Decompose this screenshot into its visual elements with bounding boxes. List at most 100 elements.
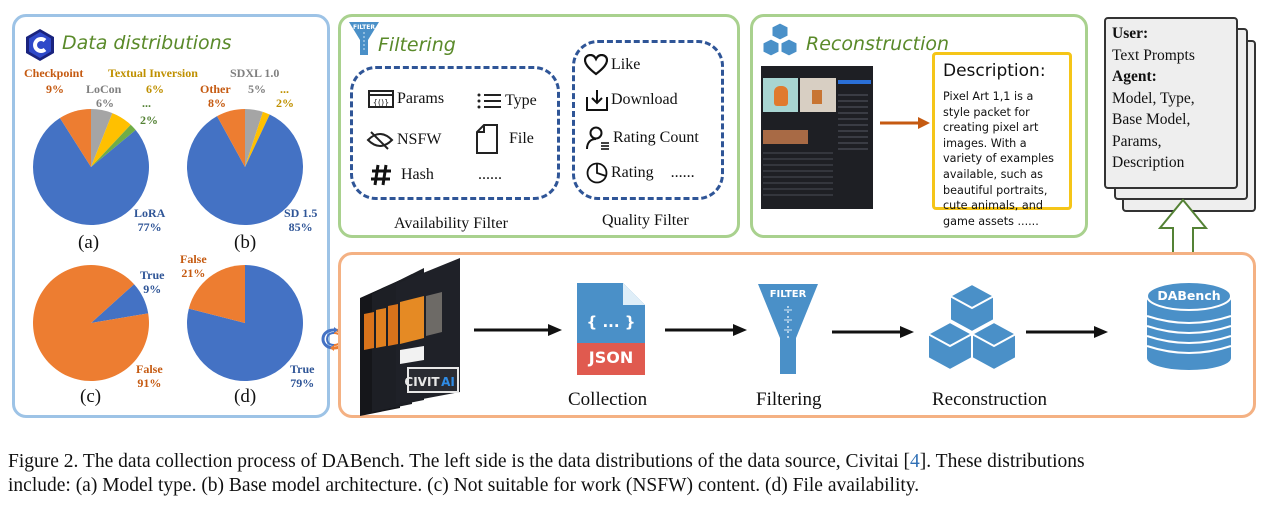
dabench-database-icon: DABench bbox=[1146, 280, 1232, 372]
pie-b-label-ellipsis: ... bbox=[280, 82, 289, 96]
pie-chart-a bbox=[32, 109, 149, 225]
pie-slice-textual-inversion bbox=[91, 113, 131, 167]
stage-label-reconstruction: Reconstruction bbox=[932, 389, 1048, 410]
user-label: User: bbox=[1112, 25, 1149, 42]
pie-b-sublabel: (b) bbox=[234, 232, 257, 253]
pie-a-label-lora: LoRA 77% bbox=[134, 206, 165, 234]
pie-a-other-pct: 2% bbox=[140, 113, 158, 127]
pie-b-sdxl-pct: 5% bbox=[248, 82, 266, 96]
pie-a-label-textual-inversion: Textual Inversion bbox=[108, 66, 198, 80]
pie-a-other-name: ... bbox=[142, 96, 151, 110]
description-body: Pixel Art 1,1 is a style packet for crea… bbox=[943, 90, 1054, 228]
pie-b-ellipsis-name: ... bbox=[280, 82, 289, 96]
pie-chart-c bbox=[33, 265, 149, 381]
pie-b-sdxl-name: SDXL 1.0 bbox=[230, 66, 280, 80]
filtering-panel bbox=[338, 14, 740, 238]
reconstruction-title: Reconstruction bbox=[806, 33, 950, 55]
pie-c-true-name: True bbox=[140, 268, 165, 282]
filter-item-nsfw: NSFW bbox=[366, 130, 441, 150]
pie-b-sd15-pct: 85% bbox=[288, 220, 313, 234]
arrow-to-dabench bbox=[1026, 326, 1108, 338]
pie-slice-lora bbox=[32, 118, 149, 225]
screenshot-image-corgi-2 bbox=[800, 78, 836, 112]
pie-b-pct-ellipsis: 2% bbox=[276, 96, 294, 110]
arrow-to-collection bbox=[474, 324, 562, 336]
agent-line-3: Params, bbox=[1112, 132, 1162, 150]
user-value: Text Prompts bbox=[1112, 46, 1195, 64]
model-page-screenshot bbox=[761, 66, 873, 209]
pie-a-label-locon: LoCon bbox=[86, 82, 121, 96]
pie-b-ellipsis-pct: 2% bbox=[276, 96, 294, 110]
json-braces: { ... } bbox=[586, 313, 636, 331]
rating-count-label: Rating Count bbox=[613, 129, 699, 146]
pie-a-lora-name: LoRA bbox=[134, 206, 166, 220]
pie-a-locon-pct: 6% bbox=[96, 96, 114, 110]
figure-caption-line-2: include: (a) Model type. (b) Base model … bbox=[8, 475, 920, 496]
pie-d-label-false: False 21% bbox=[180, 252, 207, 280]
pie-b-other-pct: 8% bbox=[208, 96, 226, 110]
pie-c-label-false: False 91% bbox=[136, 362, 163, 390]
availability-more-label: ...... bbox=[478, 166, 502, 183]
pie-chart-d bbox=[187, 265, 303, 381]
heart-icon bbox=[584, 54, 608, 76]
pie-a-pct-textual-inversion: 6% bbox=[146, 82, 164, 96]
filter-icon-text: FILTER bbox=[353, 24, 375, 31]
pie-c-false-pct: 91% bbox=[137, 376, 162, 390]
caption-text-a: Figure 2. The data collection process of… bbox=[8, 451, 911, 472]
pie-slice- bbox=[245, 111, 270, 167]
filter-item-like: Like bbox=[584, 54, 640, 76]
eye-off-icon bbox=[366, 131, 394, 150]
pie-slice-false bbox=[33, 265, 149, 381]
rating-label: Rating bbox=[611, 164, 654, 181]
agent-line-4: Description bbox=[1112, 154, 1185, 171]
filter-funnel-icon: FILTER bbox=[349, 22, 379, 55]
filter-item-file: File bbox=[476, 124, 534, 154]
arrow-to-reconstruction bbox=[832, 326, 914, 338]
svg-text:{()}: {()} bbox=[373, 98, 389, 107]
filter-item-download: Download bbox=[586, 89, 678, 111]
pie-chart-b bbox=[187, 109, 303, 225]
pie-slice-other bbox=[217, 109, 245, 167]
screenshot-image-corgi-1 bbox=[763, 78, 798, 112]
file-icon bbox=[476, 124, 498, 154]
json-file-icon: { ... } JSON bbox=[577, 283, 645, 375]
pie-d-sublabel: (d) bbox=[234, 386, 257, 407]
filtering-title: Filtering bbox=[378, 34, 456, 56]
pie-a-pct-other: 2% bbox=[140, 113, 158, 127]
citation-link[interactable]: 4 bbox=[910, 451, 920, 472]
pie-a-sublabel: (a) bbox=[78, 232, 100, 253]
pie-d-true-pct: 79% bbox=[290, 376, 315, 390]
type-label: Type bbox=[505, 92, 537, 109]
availability-filter-label: Availability Filter bbox=[394, 215, 508, 232]
pie-slice-locon bbox=[91, 109, 113, 167]
download-icon bbox=[586, 90, 608, 111]
pie-slice-false bbox=[188, 265, 245, 323]
pie-a-checkpoint-pct: 9% bbox=[46, 82, 64, 96]
stage-label-collection: Collection bbox=[568, 389, 648, 410]
pie-b-pct-sdxl: 5% bbox=[248, 82, 266, 96]
file-label: File bbox=[509, 130, 534, 147]
civitai-logo-text-civit: CIVIT bbox=[404, 375, 440, 389]
output-card: User: Text Prompts Agent: Model, Type, B… bbox=[1104, 17, 1238, 189]
figure-caption-line-1: Figure 2. The data collection process of… bbox=[8, 451, 1085, 473]
pipeline-filter-icon: FILTER bbox=[758, 284, 818, 376]
pie-d-false-name: False bbox=[180, 252, 207, 266]
pie-a-pct-checkpoint: 9% bbox=[46, 82, 64, 96]
pie-a-ti-pct: 6% bbox=[146, 82, 164, 96]
pie-slice-sdxl-1-0 bbox=[245, 109, 263, 167]
agent-line-2: Base Model, bbox=[1112, 111, 1191, 128]
pie-a-lora-pct: 77% bbox=[137, 220, 162, 234]
civitai-logo-text-ai: AI bbox=[441, 375, 455, 389]
filter-item-type: Type bbox=[476, 92, 537, 110]
filter-item-hash: Hash bbox=[370, 164, 434, 186]
params-label: Params bbox=[397, 90, 445, 107]
pie-d-true-name: True bbox=[290, 362, 315, 376]
filter-item-rating: Rating ...... bbox=[586, 162, 695, 184]
pie-a-checkpoint-name: Checkpoint bbox=[24, 66, 84, 80]
pie-b-sd15-name: SD 1.5 bbox=[284, 206, 318, 220]
pie-c-label-true: True 9% bbox=[140, 268, 164, 296]
agent-line-1: Model, Type, bbox=[1112, 89, 1195, 107]
quality-filter-label: Quality Filter bbox=[602, 212, 689, 229]
like-label: Like bbox=[611, 56, 641, 73]
quality-filter-box bbox=[572, 40, 724, 200]
